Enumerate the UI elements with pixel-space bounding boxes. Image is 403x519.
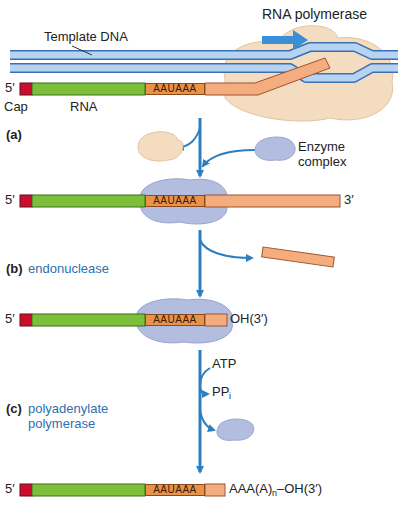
enzyme-complex-blob [255, 137, 295, 160]
component-label: Template DNA [44, 30, 128, 45]
end-label: 5′ [5, 482, 15, 497]
tail-label: AAA(A) [229, 482, 272, 497]
enzyme-label: polyadenylate polymerase [28, 402, 138, 432]
signal-box: AAUAAA [145, 484, 205, 496]
subscript: i [229, 391, 231, 401]
released-polymerase [138, 132, 183, 161]
dna-strand-outline [10, 47, 398, 55]
output-arrow [200, 386, 208, 394]
cap [20, 83, 32, 95]
signal-box: AAUAAA [145, 195, 205, 207]
rna-tail [205, 314, 227, 326]
signal-box: AAUAAA [145, 83, 205, 95]
enzyme-label: endonuclease [28, 262, 109, 277]
rna-tail [205, 195, 340, 207]
component-label: RNA polymerase [262, 6, 367, 22]
enzyme-complex-blob [136, 299, 233, 343]
signal-box: AAUAAA [145, 314, 205, 326]
end-label: 5′ [5, 312, 15, 327]
rna-segment [32, 484, 145, 496]
dna-strand [10, 47, 398, 55]
end-label: 5′ [5, 193, 15, 208]
molecule-label: ATP [212, 357, 236, 372]
molecule-label: PP [212, 385, 229, 400]
step-arrow [199, 118, 202, 176]
rna-segment [32, 314, 145, 326]
signal-text: AAUAAA [153, 315, 197, 325]
rna-segment [32, 83, 145, 95]
rna-tail [205, 58, 330, 95]
signal-text: AAUAAA [153, 84, 197, 94]
component-label: Cap [4, 100, 28, 115]
step-label: (b) [6, 262, 23, 277]
dna-strand-outline [10, 68, 398, 78]
release-arrow [200, 410, 214, 430]
tail-label: –OH(3′) [277, 482, 322, 497]
dna-strand [10, 68, 398, 78]
component-label: RNA [70, 100, 97, 115]
end-label: OH(3′) [230, 312, 268, 327]
signal-text: AAUAAA [153, 196, 197, 206]
cap [20, 195, 32, 207]
leader-line [72, 46, 92, 55]
release-arrow [200, 240, 252, 258]
step-label: (c) [6, 402, 22, 417]
step-arrow [199, 230, 202, 296]
entry-arrow [203, 150, 255, 166]
rna-segment [32, 195, 145, 207]
cap [20, 484, 32, 496]
input-arrow [200, 368, 210, 386]
component-label: Enzyme complex [298, 140, 368, 170]
released-enzyme-complex [217, 419, 254, 440]
rna-tail [205, 484, 225, 496]
end-label: 5′ [5, 81, 15, 96]
subscript: n [272, 488, 277, 498]
signal-text: AAUAAA [153, 485, 197, 495]
direction-arrow [262, 30, 308, 50]
cleaved-fragment [262, 247, 335, 267]
step-label: (a) [6, 128, 22, 143]
cap [20, 314, 32, 326]
end-label: 3′ [344, 193, 354, 208]
